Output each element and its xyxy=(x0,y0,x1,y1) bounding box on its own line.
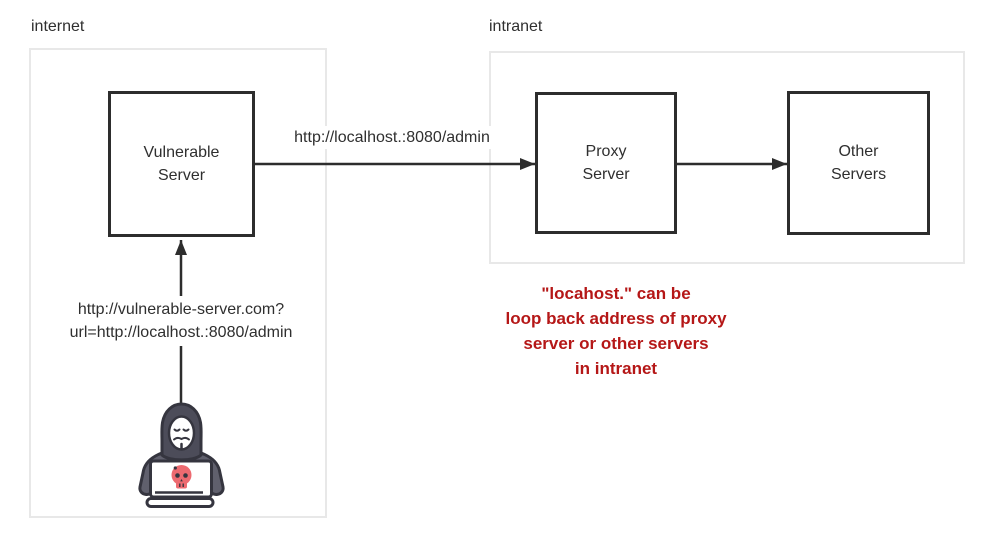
annotation-line: in intranet xyxy=(574,359,658,378)
mask-eyes xyxy=(173,428,190,432)
edge-label-line: url=http://localhost.:8080/admin xyxy=(69,324,293,341)
group-internet-label: internet xyxy=(31,18,85,35)
edge-label-ssrf-request: http://localhost.:8080/admin xyxy=(291,126,493,149)
skull-icon xyxy=(171,465,192,489)
group-intranet-label: intranet xyxy=(489,18,543,35)
hacker-mask-face xyxy=(167,415,196,451)
node-proxy-server: Proxy Server xyxy=(535,92,677,234)
annotation-localhost-note: "locahost." can be loop back address of … xyxy=(505,281,726,381)
node-label: Vulnerable Server xyxy=(143,144,220,184)
node-label: Other Servers xyxy=(830,143,887,183)
node-vulnerable-server: Vulnerable Server xyxy=(108,91,255,237)
node-other-servers: Other Servers xyxy=(787,91,930,235)
mask-mustache xyxy=(173,436,190,441)
annotation-line: "locahost." can be xyxy=(541,284,691,303)
annotation-line: server or other servers xyxy=(523,334,709,353)
node-label: Proxy Server xyxy=(582,143,630,183)
edge-label-line: http://vulnerable-server.com? xyxy=(77,301,285,318)
edge-label-attacker-request: http://vulnerable-server.com? url=http:/… xyxy=(65,296,297,346)
laptop-base xyxy=(145,497,215,508)
annotation-line: loop back address of proxy xyxy=(505,309,727,328)
hacker-icon xyxy=(138,402,225,508)
